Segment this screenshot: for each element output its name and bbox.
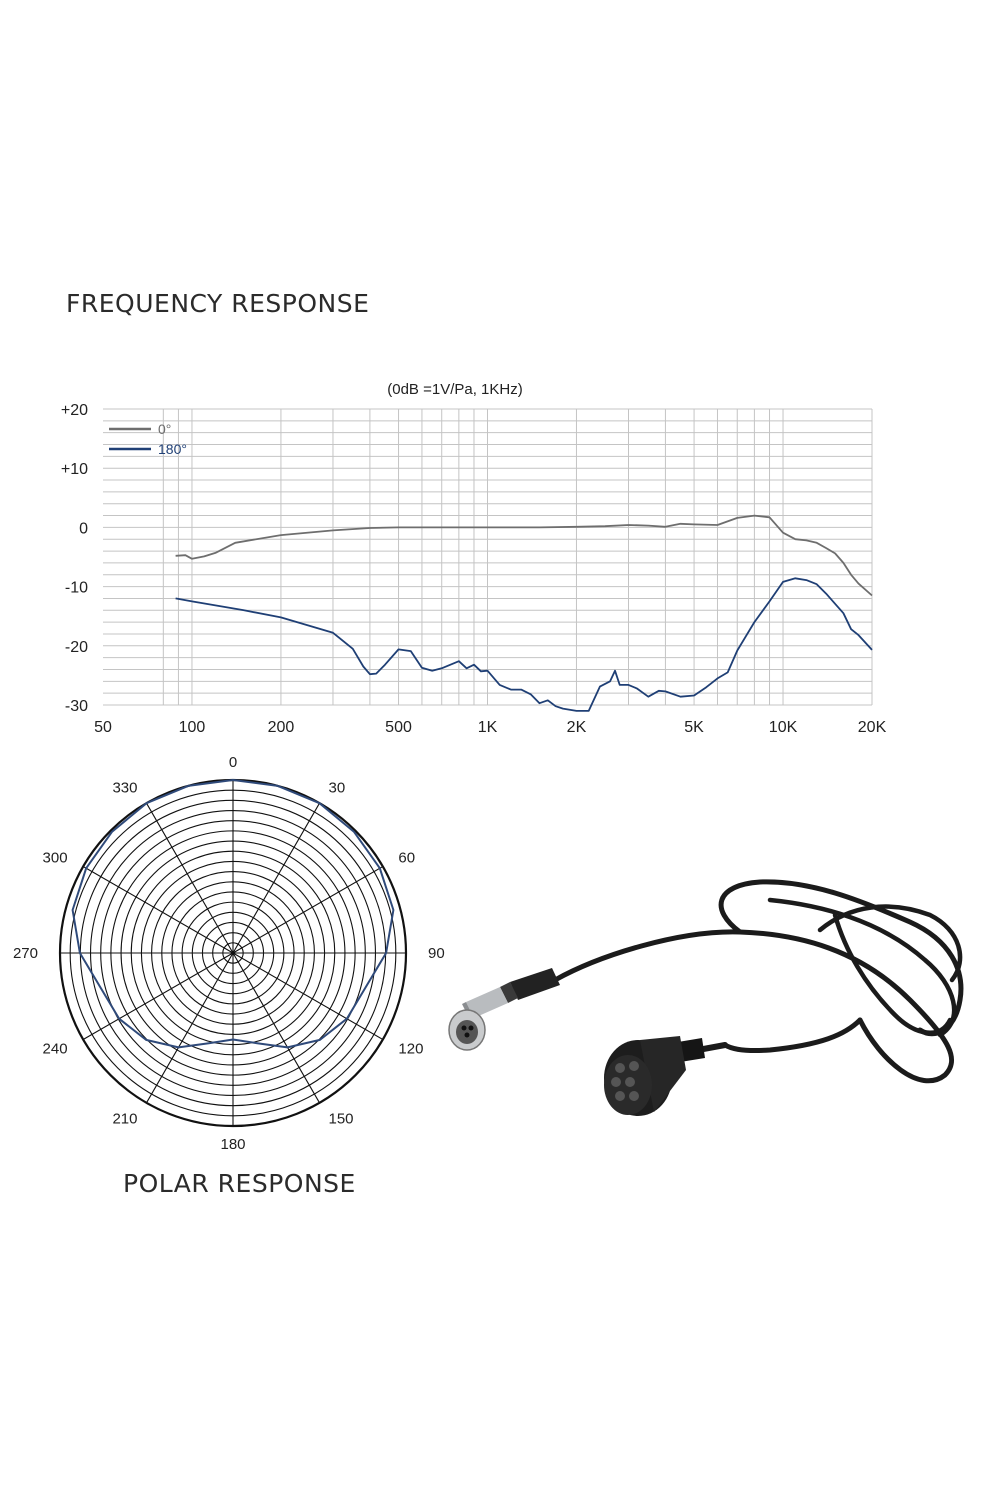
x-tick-label: 2K xyxy=(567,719,587,736)
microphone-cable-image xyxy=(448,879,964,1116)
y-tick-label: +10 xyxy=(61,461,88,478)
polar-response-heading: POLAR RESPONSE xyxy=(123,1169,356,1198)
polar-angle-label: 0 xyxy=(229,755,237,771)
polar-angle-label: 330 xyxy=(112,780,137,797)
x-tick-label: 50 xyxy=(94,719,112,736)
polar-spoke xyxy=(232,952,384,1040)
x-tick-label: 100 xyxy=(179,719,206,736)
polar-angle-label: 120 xyxy=(398,1041,423,1058)
y-tick-label: -30 xyxy=(65,698,88,715)
polar-angle-label: 300 xyxy=(43,850,68,867)
polar-angle-label: 150 xyxy=(329,1110,354,1127)
polar-pattern-line xyxy=(71,779,395,1049)
legend-label: 180° xyxy=(158,441,187,457)
x-tick-label: 200 xyxy=(268,719,295,736)
axis-ticks: +20 +10 0 -10 -20 -30 50 100 200 500 1K 2K 5K 10K 20K xyxy=(61,402,887,736)
y-tick-label: -10 xyxy=(65,580,88,597)
frequency-response-chart: (0dB =1V/Pa, 1KHz) +20 +10 0 -10 -20 -30 50 100… xyxy=(61,381,887,736)
polar-angle-label: 270 xyxy=(13,945,38,962)
y-tick-label: +20 xyxy=(61,402,88,419)
x-tick-label: 1K xyxy=(478,719,498,736)
y-tick-label: 0 xyxy=(79,520,88,537)
polar-angle-label: 180 xyxy=(220,1136,245,1153)
x-tick-label: 5K xyxy=(684,719,704,736)
legend-label: 0° xyxy=(158,421,171,437)
polar-spoke xyxy=(82,866,234,954)
polar-spoke xyxy=(232,866,384,954)
series-line xyxy=(175,577,873,712)
frequency-response-heading: FREQUENCY RESPONSE xyxy=(66,289,370,318)
microphone-capsule xyxy=(604,1036,728,1116)
polar-spoke xyxy=(146,802,234,954)
polar-grid xyxy=(58,778,408,1128)
polar-spoke xyxy=(232,952,320,1104)
x-tick-label: 500 xyxy=(385,719,412,736)
x-tick-label: 20K xyxy=(858,719,887,736)
chart-legend: 0° 180° xyxy=(109,421,187,457)
y-tick-label: -20 xyxy=(65,639,88,656)
cable-coil xyxy=(552,879,964,1084)
angle-labels: 0 30 60 90 120 150 180 210 240 270 300 330 xyxy=(13,755,445,1153)
polar-angle-label: 60 xyxy=(398,850,415,867)
mini-xlr-connector xyxy=(448,968,560,1051)
chart-subtitle: (0dB =1V/Pa, 1KHz) xyxy=(387,381,522,398)
polar-angle-label: 30 xyxy=(329,780,346,797)
polar-spoke xyxy=(82,952,234,1040)
polar-angle-label: 90 xyxy=(428,945,445,962)
polar-angle-label: 240 xyxy=(43,1041,68,1058)
polar-response-chart: 0 30 60 90 120 150 180 210 240 270 300 330 xyxy=(13,755,445,1153)
polar-pattern xyxy=(71,779,395,1049)
polar-spoke xyxy=(146,952,234,1104)
x-tick-label: 10K xyxy=(769,719,798,736)
chart-grid xyxy=(103,408,873,706)
series-lines xyxy=(175,514,873,712)
series-line xyxy=(175,514,873,597)
polar-angle-label: 210 xyxy=(112,1110,137,1127)
polar-spoke xyxy=(232,802,320,954)
